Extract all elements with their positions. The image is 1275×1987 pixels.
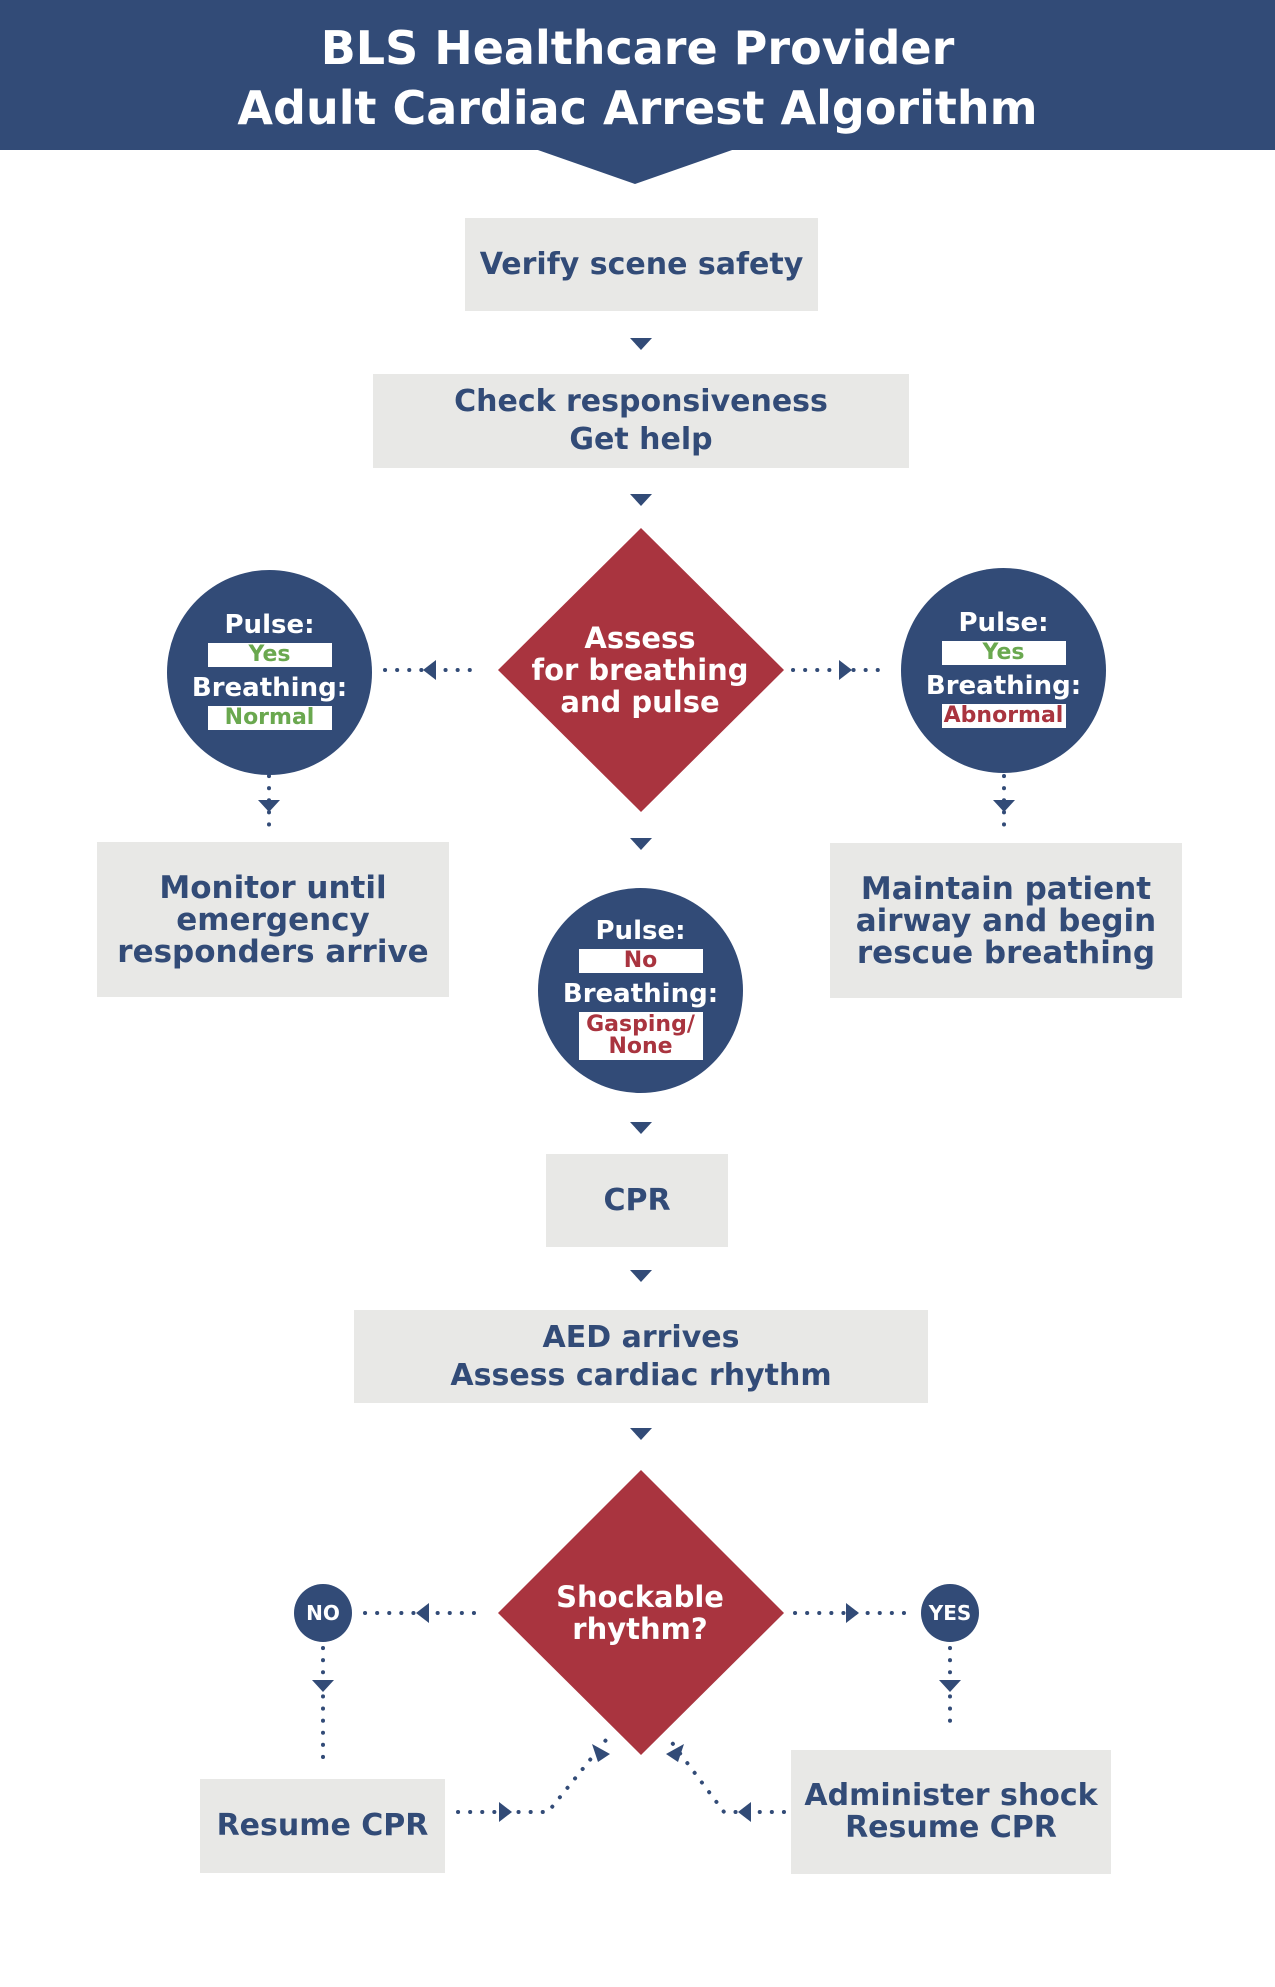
left-pulse-value: Yes: [207, 642, 332, 667]
cpr-box: CPR: [546, 1154, 728, 1247]
yes-label: YES: [928, 1601, 972, 1625]
right-status-circle: Pulse: Yes Breathing: Abnormal: [901, 568, 1106, 773]
shockable-diamond: Shockable rhythm?: [540, 1573, 740, 1653]
arrow-down-5: [630, 1270, 652, 1282]
yes-badge: YES: [921, 1584, 979, 1642]
dotted-resume-loop: [456, 1738, 608, 1814]
aed-box: AED arrives Assess cardiac rhythm: [354, 1310, 928, 1403]
rescue-line-2: airway and begin: [855, 902, 1157, 939]
left-pulse-label: Pulse:: [224, 609, 315, 640]
center-pulse-value: No: [578, 948, 703, 973]
arrow-left-shock: [416, 1603, 429, 1623]
right-breathing-value: Abnormal: [941, 703, 1066, 728]
center-status-circle: Pulse: No Breathing: Gasping/ None: [538, 888, 743, 1093]
center-breathing-value-line-2: None: [608, 1033, 673, 1059]
resume-cpr-box: Resume CPR: [200, 1779, 445, 1873]
arrow-into-diamond-right: [666, 1744, 684, 1762]
arrow-down-no: [312, 1680, 334, 1692]
page-title: BLS Healthcare Provider Adult Cardiac Ar…: [0, 18, 1275, 138]
cpr-label: CPR: [603, 1182, 671, 1218]
monitor-line-3: responders arrive: [117, 933, 429, 970]
left-breathing-label: Breathing:: [191, 672, 348, 703]
assess-line-3: and pulse: [560, 685, 720, 719]
aed-line-1: AED arrives: [542, 1319, 740, 1355]
rescue-line-1: Maintain patient: [860, 870, 1152, 907]
aed-line-2: Assess cardiac rhythm: [450, 1357, 832, 1393]
title-line-1: BLS Healthcare Provider: [320, 21, 955, 75]
check-responsiveness-box: Check responsiveness Get help: [373, 374, 909, 468]
arrow-down-yes: [939, 1680, 961, 1692]
rescue-breathing-box: Maintain patient airway and begin rescue…: [830, 843, 1182, 998]
center-breathing-value: Gasping/ None: [578, 1011, 703, 1060]
monitor-line-1: Monitor until: [159, 869, 387, 906]
right-pulse-value: Yes: [941, 640, 1066, 665]
shock-line-2: Resume CPR: [845, 1810, 1057, 1845]
right-breathing-label: Breathing:: [925, 670, 1082, 701]
center-pulse-label: Pulse:: [595, 915, 686, 946]
title-line-2: Adult Cardiac Arrest Algorithm: [237, 81, 1038, 135]
administer-shock-box: Administer shock Resume CPR: [791, 1750, 1111, 1874]
arrow-into-diamond-left: [592, 1744, 610, 1762]
check-line-2: Get help: [569, 422, 713, 457]
arrow-left-shock-box: [738, 1802, 751, 1822]
arrow-down-left: [258, 800, 280, 812]
arrow-down-3: [630, 838, 652, 850]
arrow-down-4: [630, 1122, 652, 1134]
arrow-down-6: [630, 1428, 652, 1440]
left-status-circle: Pulse: Yes Breathing: Normal: [167, 570, 372, 775]
arrow-down-1: [630, 338, 652, 350]
arrow-right-assess: [839, 660, 852, 680]
arrow-down-2: [630, 494, 652, 506]
monitor-line-2: emergency: [176, 901, 370, 938]
verify-scene-safety-box: Verify scene safety: [465, 218, 818, 311]
resume-cpr-label: Resume CPR: [216, 1808, 429, 1843]
no-badge: NO: [294, 1584, 352, 1642]
assess-line-2: for breathing: [531, 653, 749, 687]
assess-line-1: Assess: [584, 621, 696, 655]
header-pointer: [535, 149, 735, 184]
shockable-line-2: rhythm?: [572, 1612, 708, 1646]
center-breathing-value-line-1: Gasping/: [586, 1011, 695, 1037]
shockable-diamond-shape: [498, 1470, 784, 1755]
verify-label: Verify scene safety: [479, 246, 804, 282]
check-line-1: Check responsiveness: [454, 384, 828, 419]
no-label: NO: [306, 1601, 340, 1625]
monitor-box: Monitor until emergency responders arriv…: [97, 842, 449, 997]
center-breathing-label: Breathing:: [562, 978, 719, 1009]
left-breathing-value: Normal: [207, 705, 332, 730]
assess-diamond: Assess for breathing and pulse: [520, 610, 760, 730]
arrow-right-shock: [846, 1603, 859, 1623]
shock-line-1: Administer shock: [804, 1778, 1098, 1813]
right-pulse-label: Pulse:: [958, 607, 1049, 638]
dotted-shock-loop: [668, 1738, 786, 1814]
rescue-line-3: rescue breathing: [856, 934, 1156, 971]
assess-diamond-shape: [498, 528, 784, 812]
arrow-down-right: [993, 800, 1015, 812]
shockable-line-1: Shockable: [556, 1580, 724, 1614]
header-banner: [0, 0, 1275, 150]
arrow-left-assess: [423, 660, 436, 680]
arrow-right-resume: [499, 1802, 512, 1822]
